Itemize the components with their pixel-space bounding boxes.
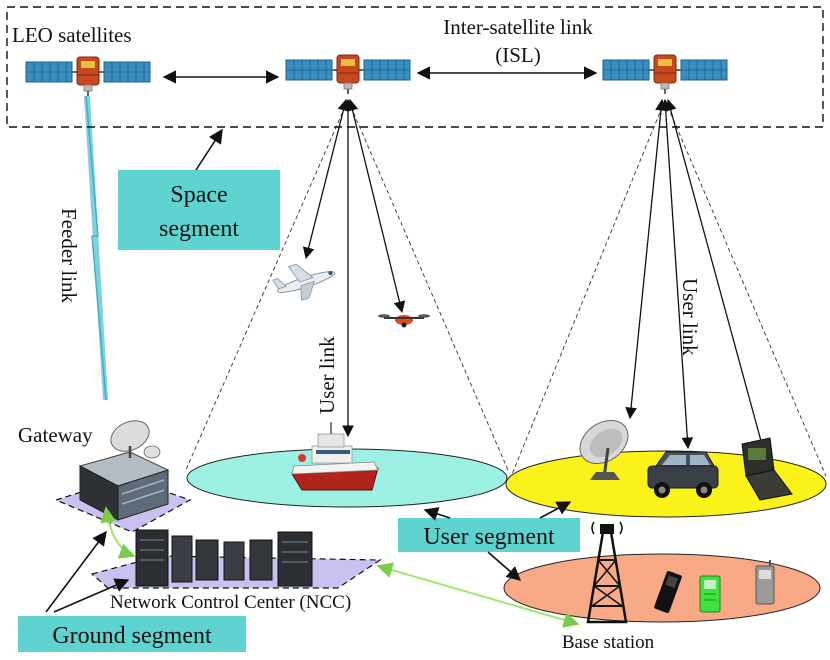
space-segment-pointer <box>195 128 223 171</box>
base-station-tower-icon <box>586 521 628 624</box>
portable-terminal-icon <box>741 437 793 501</box>
user-segment-to-right-area <box>539 501 572 519</box>
ground-segment-label: Ground segment <box>52 623 212 649</box>
user-link-to-drone <box>346 98 406 314</box>
ground-segment-box <box>18 616 246 652</box>
user-link-to-terminal <box>665 98 767 454</box>
feeder-link-zigzag <box>85 95 107 401</box>
suv-icon <box>647 451 719 498</box>
gateway-ncc-link <box>100 506 136 559</box>
user-link-right-label: User link <box>678 278 702 356</box>
user-link-to-airplane <box>302 98 350 260</box>
space-segment-label-line1: Space <box>170 182 227 208</box>
space-segment-label-line2: segment <box>159 216 239 242</box>
user-segment-label: User segment <box>423 524 555 550</box>
feeder-link-beam <box>84 96 108 400</box>
airplane-icon <box>272 263 336 301</box>
satellite-dish-icon <box>579 419 629 480</box>
drone-icon <box>378 314 430 328</box>
user-segment-box <box>398 518 580 552</box>
feeder-link-label: Feeder link <box>57 208 81 304</box>
ship-icon <box>291 422 379 491</box>
gateway-label: Gateway <box>18 423 93 447</box>
phone-green-icon <box>699 575 721 613</box>
space-segment-box-fill <box>118 170 280 250</box>
gateway-building-icon <box>78 420 170 521</box>
ncc-servers-icon <box>135 529 313 587</box>
isl-label-line2: (ISL) <box>495 43 541 67</box>
user-segment-to-base-area <box>487 551 522 581</box>
ncc-basestation-link <box>376 562 580 628</box>
space-segment-box <box>6 6 824 128</box>
ground-segment-to-ncc <box>53 578 130 613</box>
leo-satellites-label: LEO satellites <box>12 23 132 47</box>
ground-segment-to-gateway <box>45 530 107 613</box>
satellite-middle <box>285 54 411 95</box>
user-link-to-suv <box>659 98 694 450</box>
phone-black-icon <box>654 571 682 613</box>
user-link-to-dish <box>625 98 667 420</box>
satellite-right <box>602 54 728 95</box>
user-link-left-label: User link <box>315 336 339 414</box>
user-segment-to-left-area <box>423 507 451 521</box>
base-station-label: Base station <box>562 632 655 653</box>
isl-label-line1: Inter-satellite link <box>443 15 593 39</box>
phone-gray-icon <box>755 560 775 605</box>
ncc-label: Network Control Center (NCC) <box>110 592 351 613</box>
satellite-left <box>25 56 151 97</box>
